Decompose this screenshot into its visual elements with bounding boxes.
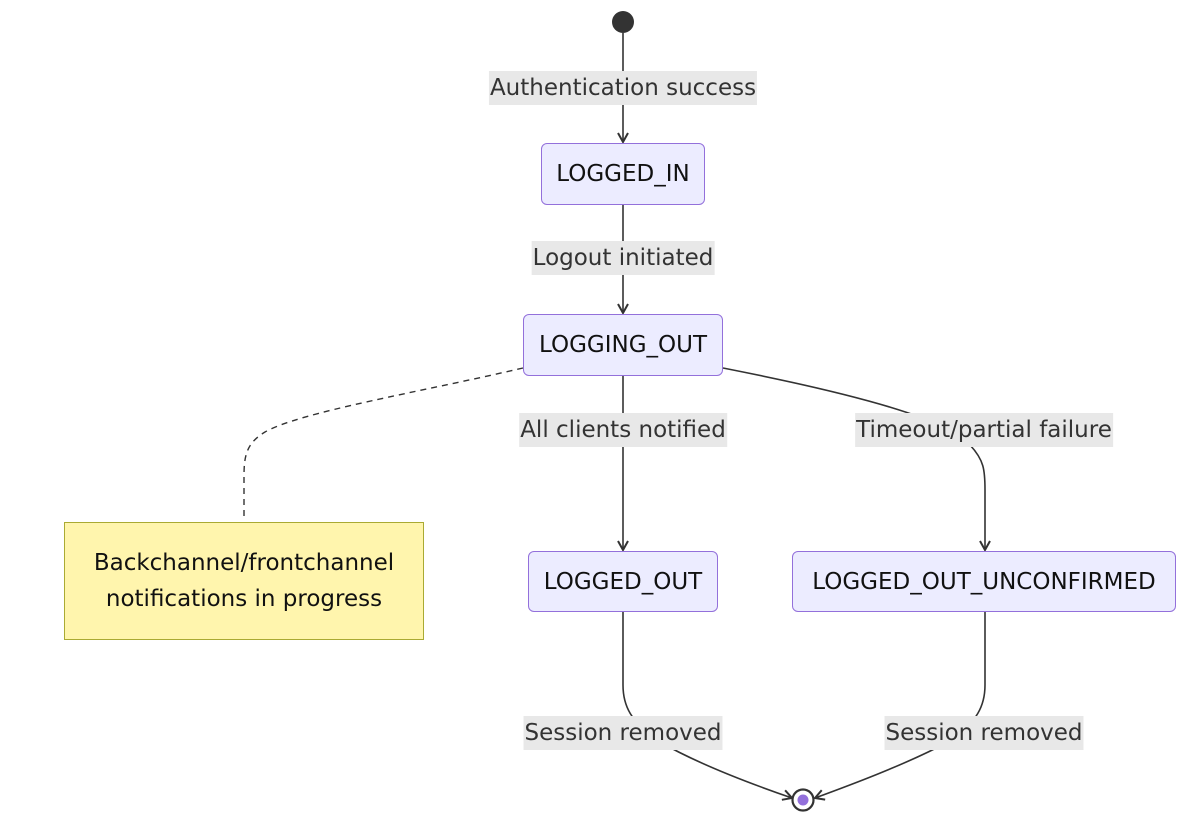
edge-logging-out-to-unconfirmed: [722, 367, 985, 550]
label-all-clients-notified: All clients notified: [519, 413, 727, 447]
label-session-removed-left: Session removed: [523, 716, 723, 750]
note-line-1: Backchannel/frontchannel: [93, 550, 395, 576]
end-state-inner-icon: [797, 794, 809, 806]
start-state-icon: [612, 11, 634, 33]
label-session-removed-right: Session removed: [884, 716, 1084, 750]
state-logged-out-unconfirmed: LOGGED_OUT_UNCONFIRMED: [792, 551, 1176, 612]
edge-logged-out-to-end: [622, 612, 792, 798]
note-connector: [243, 367, 524, 520]
note-line-2: notifications in progress: [105, 586, 383, 612]
state-logged-in: LOGGED_IN: [541, 143, 705, 205]
state-logging-out: LOGGING_OUT: [523, 314, 723, 376]
label-authentication-success: Authentication success: [488, 71, 758, 105]
edge-unconfirmed-to-end: [815, 612, 986, 798]
state-logged-out: LOGGED_OUT: [528, 551, 718, 612]
label-logout-initiated: Logout initiated: [531, 241, 715, 275]
note-notifications-in-progress: Backchannel/frontchannel notifications i…: [64, 522, 424, 640]
label-timeout-partial-failure: Timeout/partial failure: [855, 413, 1113, 447]
